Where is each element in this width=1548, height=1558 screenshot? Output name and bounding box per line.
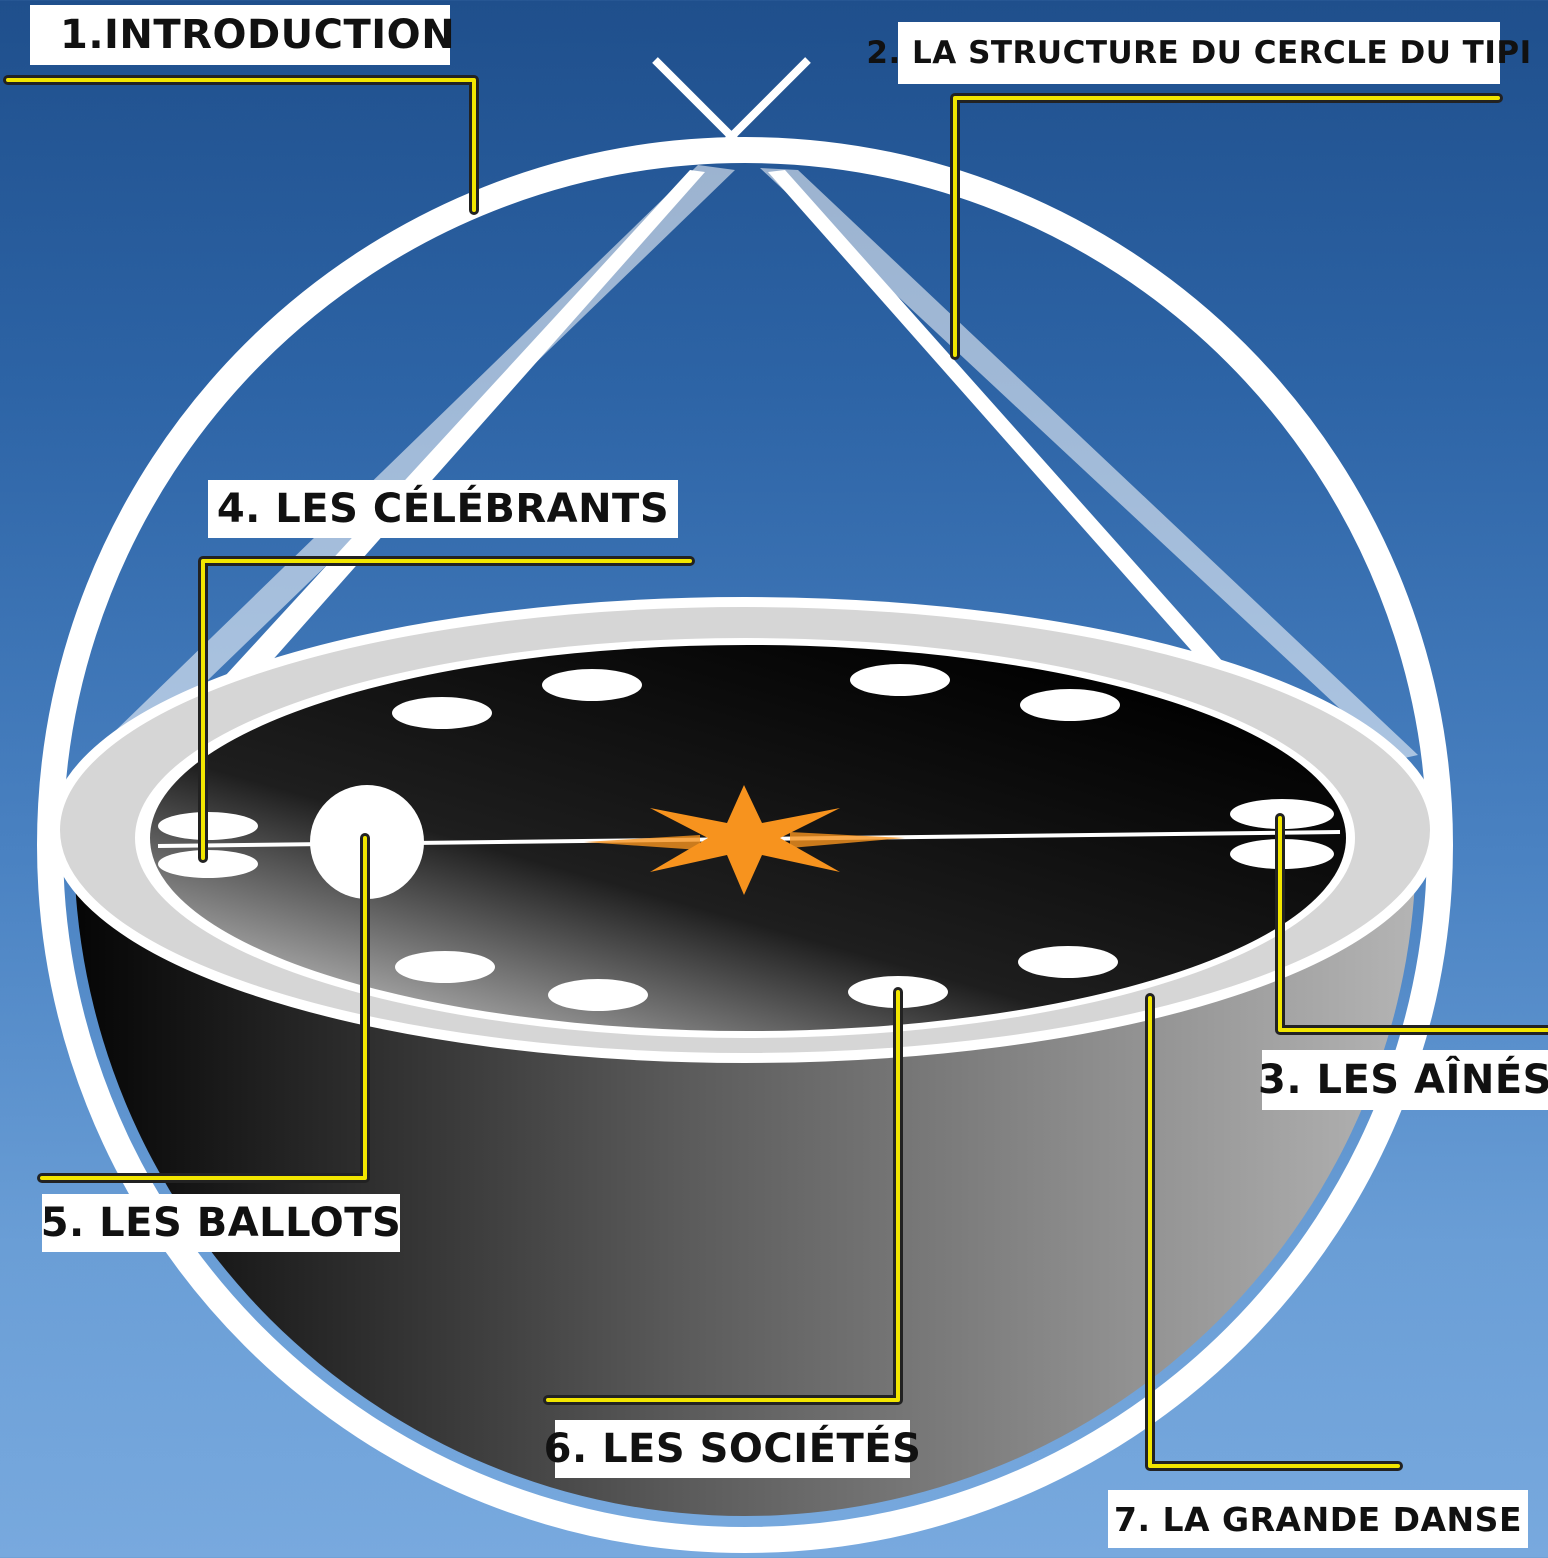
leader-line-introduction: [3, 75, 479, 215]
seat: [542, 669, 642, 701]
label-introduction[interactable]: 1.INTRODUCTION: [30, 5, 455, 65]
leader-line-grande-danse: [1145, 993, 1403, 1471]
leader-line-aines: [1275, 813, 1548, 1035]
seat: [1020, 689, 1120, 721]
label-aines[interactable]: 3. LES AÎNÉS: [1258, 1050, 1548, 1110]
leader-line-structure: [950, 93, 1503, 360]
leader-line-ballots: [37, 833, 370, 1183]
seat: [392, 697, 492, 729]
label-celebrants[interactable]: 4. LES CÉLÉBRANTS: [208, 480, 678, 538]
seat: [548, 979, 648, 1011]
label-societes[interactable]: 6. LES SOCIÉTÉS: [544, 1420, 921, 1478]
label-structure-cercle-tipi[interactable]: 2. LA STRUCTURE DU CERCLE DU TIPI: [866, 22, 1531, 84]
celebrant-seat: [158, 850, 258, 878]
seat: [850, 664, 950, 696]
tipi-poles: [75, 57, 1418, 770]
seat: [1018, 946, 1118, 978]
leader-line-celebrants: [198, 556, 695, 863]
seat: [395, 951, 495, 983]
label-ballots[interactable]: 5. LES BALLOTS: [41, 1194, 401, 1252]
outer-circle: [37, 137, 1453, 1553]
central-star: [650, 785, 840, 895]
label-grande-danse[interactable]: 7. LA GRANDE DANSE: [1108, 1490, 1528, 1548]
leader-line-societes: [543, 987, 903, 1405]
